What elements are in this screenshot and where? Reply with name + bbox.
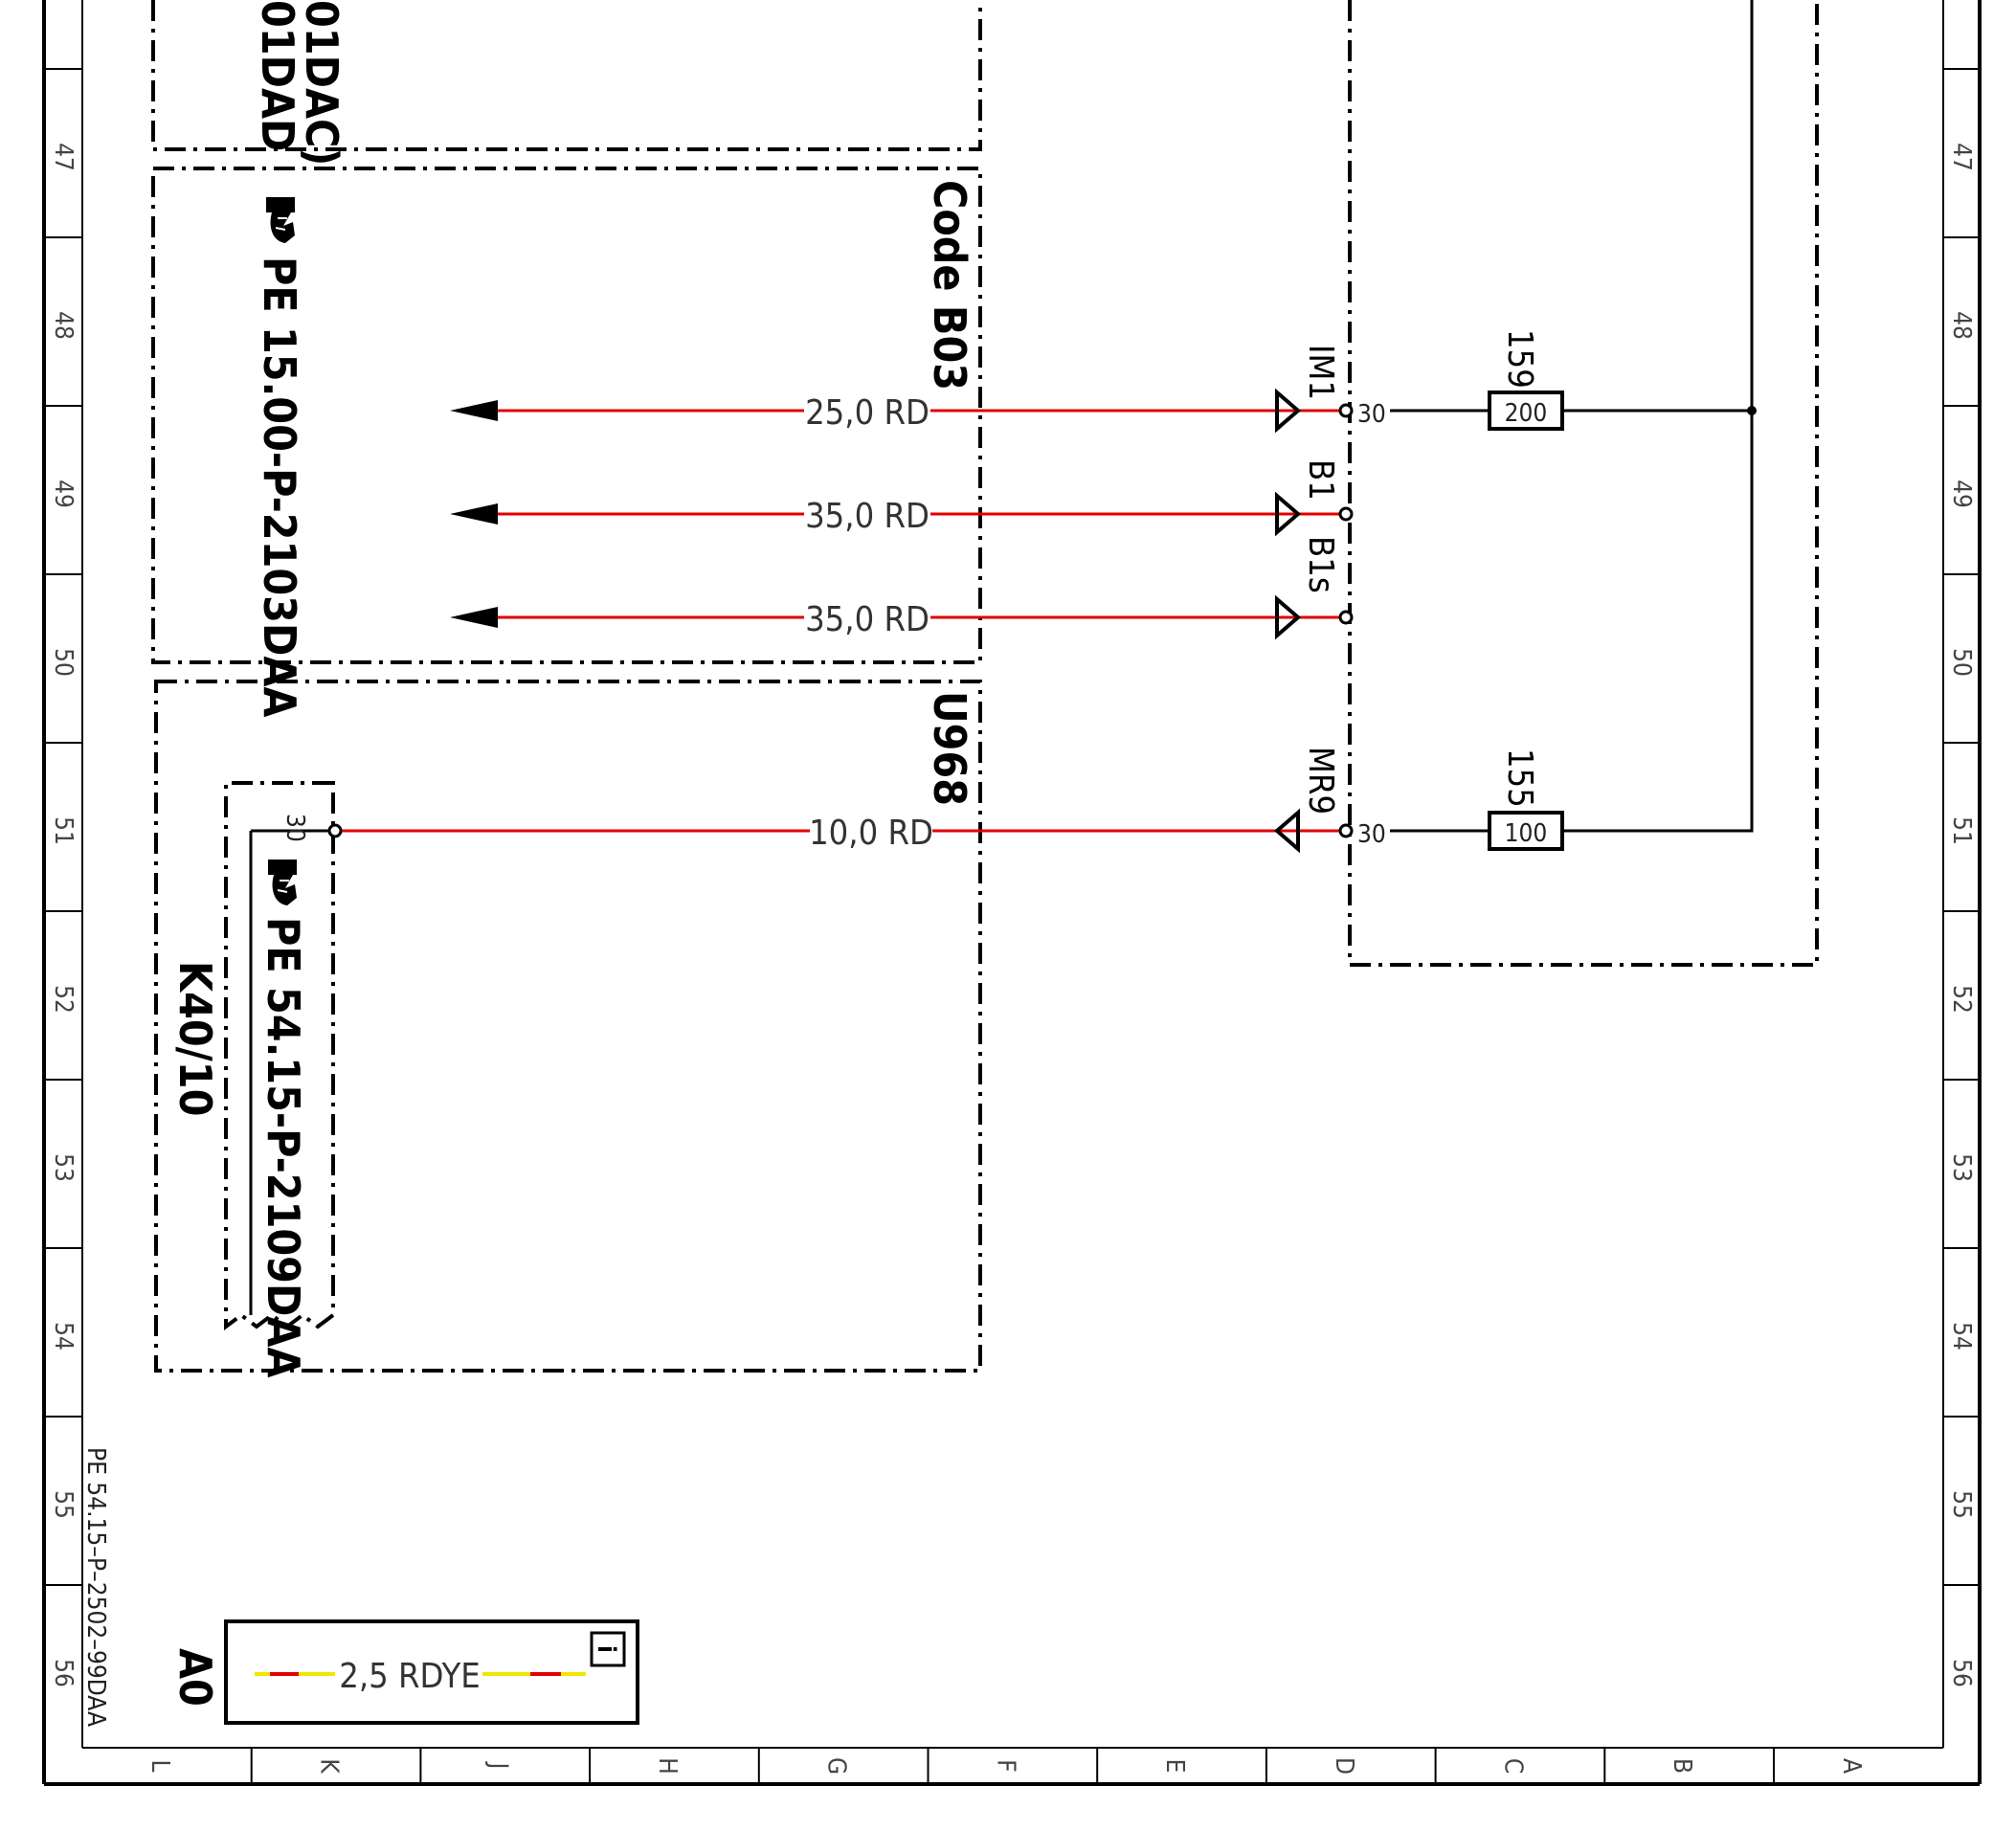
row-number-left: 49 [49, 480, 78, 508]
top-box-line1: 01DAD [252, 0, 303, 151]
drawing-number: PE 54.15–P–2502–99DAA [81, 1447, 110, 1727]
legend-id: A0 [169, 1648, 221, 1707]
code-b03-box: Code B03 PE 15.00-P-2103DAA [151, 167, 982, 717]
row-number-left: 51 [49, 816, 78, 845]
column-letter: H [653, 1757, 682, 1775]
row-number-right: 56 [1947, 1659, 1976, 1687]
column-letter: K [315, 1758, 344, 1774]
row-number-left: 48 [49, 311, 78, 340]
connector-b1: B1 [1301, 459, 1340, 501]
row-number-left: 52 [49, 985, 78, 1014]
wires: 25,0 RD 35,0 RD 35,0 RD 10,0 RD [327, 388, 1354, 854]
pointing-hand-icon [266, 197, 295, 243]
top-partial-box: 01DAD 01DAC) [151, 0, 982, 166]
row-number-left: 50 [49, 648, 78, 677]
mr9-pin: 30 [1357, 820, 1386, 849]
code-b03-title: Code B03 [924, 180, 975, 391]
column-letter: L [146, 1759, 174, 1772]
row-number-right: 48 [1947, 311, 1976, 340]
u968-box: U968 30 PE 54.15-P-2109DAA K40/10 [154, 680, 982, 1377]
top-box-line2: 01DAC) [296, 0, 347, 166]
component-k40-10: K40/10 [169, 961, 221, 1116]
row-number-left: 53 [49, 1153, 78, 1182]
im1-pin: 30 [1357, 400, 1386, 429]
row-numbers-left: 47 48 49 50 51 52 53 54 55 56 [49, 143, 78, 1687]
row-number-right: 47 [1947, 143, 1976, 171]
row-number-right: 53 [1947, 1153, 1976, 1182]
row-number-right: 55 [1947, 1490, 1976, 1519]
column-letter: J [483, 1761, 512, 1770]
column-letter: F [991, 1759, 1019, 1772]
connector-mr9: MR9 [1301, 747, 1340, 815]
info-icon[interactable]: i [590, 1631, 626, 1667]
column-letter: G [822, 1757, 851, 1775]
row-number-right: 50 [1947, 648, 1976, 677]
fuse-155-number: 155 [1500, 748, 1539, 808]
k40-10-pin: 30 [280, 814, 309, 842]
column-letter: B [1668, 1758, 1696, 1774]
u968-reference: PE 54.15-P-2109DAA [258, 917, 309, 1377]
row-number-right: 54 [1947, 1322, 1976, 1351]
row-number-right: 51 [1947, 816, 1976, 845]
fuse-159-number: 159 [1500, 329, 1539, 389]
wire-35-b1s-label: 35,0 RD [805, 600, 930, 639]
row-numbers-right: 47 48 49 50 51 52 53 54 55 56 [1947, 143, 1976, 1687]
row-number-right: 52 [1947, 985, 1976, 1014]
row-separator-ticks [44, 68, 1980, 1586]
column-letter: E [1160, 1759, 1189, 1774]
column-letter: A [1837, 1758, 1866, 1774]
connector-im1: IM1 [1301, 345, 1340, 400]
row-number-left: 56 [49, 1659, 78, 1687]
row-number-left: 55 [49, 1490, 78, 1519]
wire-10-label: 10,0 RD [809, 814, 933, 853]
b03-reference: PE 15.00-P-2103DAA [254, 257, 305, 717]
column-separator-ticks [250, 1748, 1775, 1784]
distribution-box: 200 159 100 155 30 30 IM1 B1 B1s MR9 [1301, 0, 1819, 967]
fuse-159-rating: 200 [1505, 399, 1548, 428]
row-number-left: 47 [49, 143, 78, 171]
u968-title: U968 [924, 691, 975, 806]
row-number-left: 54 [49, 1322, 78, 1351]
row-number-right: 49 [1947, 480, 1976, 508]
pointing-hand-icon [268, 860, 297, 905]
sheet-frame [42, 0, 1982, 1786]
wire-35-b1-label: 35,0 RD [805, 497, 930, 536]
column-letter: D [1330, 1757, 1358, 1775]
legend-box: A0 2,5 RDYE i [169, 1619, 639, 1725]
legend-wire-label: 2,5 RDYE [339, 1657, 480, 1696]
connector-b1s: B1s [1301, 536, 1340, 593]
column-letter: C [1498, 1758, 1527, 1774]
fuse-155-rating: 100 [1505, 819, 1548, 848]
wire-25-label: 25,0 RD [805, 393, 930, 433]
info-icon-glyph: i [592, 1645, 620, 1653]
